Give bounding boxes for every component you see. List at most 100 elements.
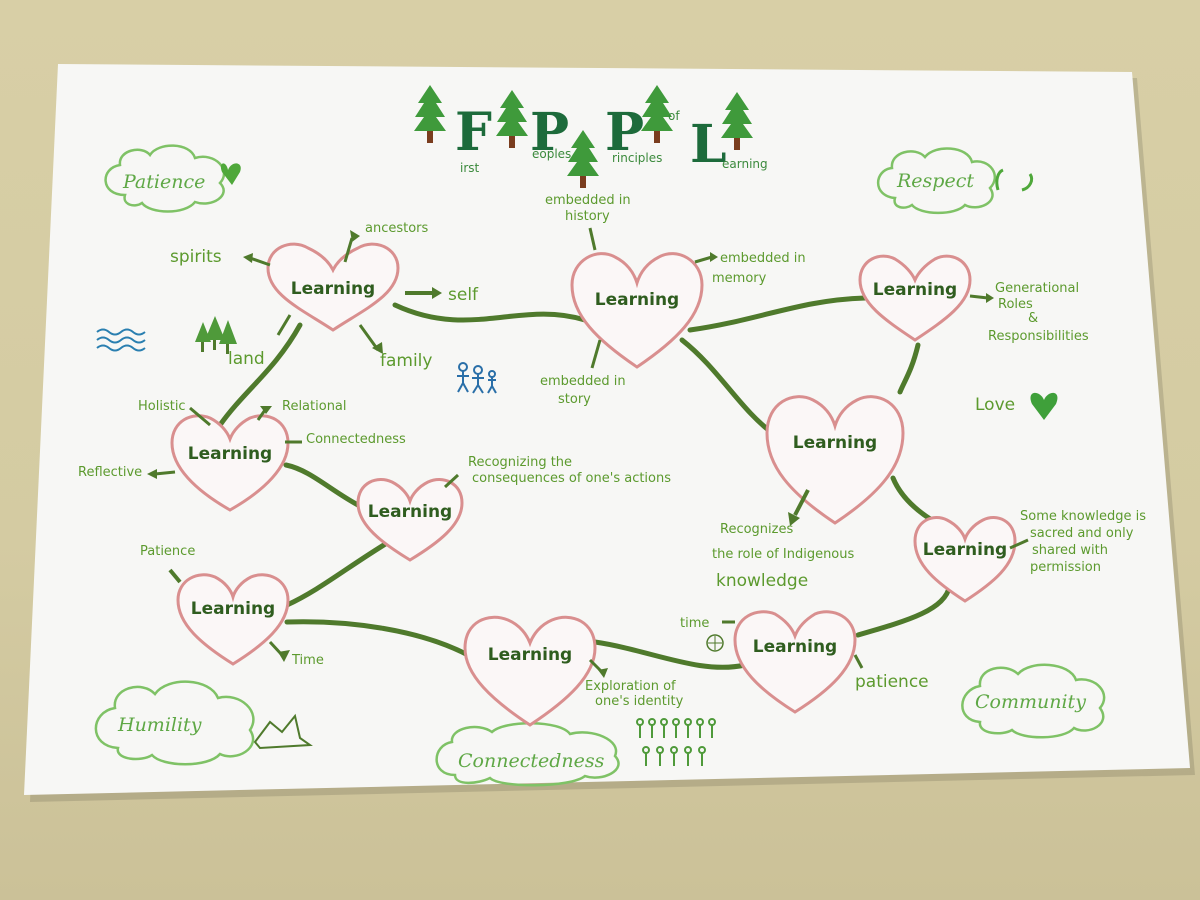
cloud-respect: Respect — [877, 147, 1034, 215]
title-word-of: of — [668, 109, 680, 123]
title-word-learning: earning — [722, 157, 768, 171]
learning-node-8: Learning — [176, 573, 290, 666]
learning-node-7: Learning — [463, 615, 597, 727]
note-holistic: Holistic — [138, 399, 186, 414]
note-spirits: spirits — [170, 247, 222, 267]
arrow-line — [969, 294, 989, 300]
arrow-line — [249, 256, 271, 267]
respect-mark-icon — [1021, 173, 1034, 192]
arrow-line — [590, 339, 602, 369]
title-word-principles: rinciples — [612, 151, 662, 165]
arrow-icon — [372, 342, 383, 354]
learning-node-10: Learning — [170, 414, 290, 512]
learning-node-4-label: Learning — [793, 433, 877, 453]
cloud-respect-label: Respect — [896, 170, 974, 192]
note-indigenous-line2: the role of Indigenous — [712, 547, 855, 562]
note-sacred-line1: Some knowledge is — [1020, 509, 1146, 524]
arrow-icon — [147, 469, 157, 479]
arrow-line — [1009, 538, 1029, 550]
arrow-line — [443, 473, 460, 489]
tree-icon — [721, 92, 753, 150]
note-time: Time — [291, 653, 324, 668]
tree-icon — [496, 90, 528, 148]
love-label: Love — [975, 395, 1015, 415]
note-consequences-line2: consequences of one's actions — [472, 471, 671, 486]
learning-node-1: Learning — [266, 242, 400, 332]
link-n7-n8 — [284, 619, 471, 658]
note-sacred-line4: permission — [1030, 560, 1101, 575]
cloud-humility: Humility — [94, 680, 313, 766]
cloud-patience: Patience — [104, 144, 241, 213]
note-patience-small: patience — [855, 672, 929, 692]
arrow-icon — [432, 287, 442, 299]
note-reflective: Reflective — [78, 465, 142, 480]
arrow-line — [358, 324, 380, 351]
arrow-icon — [710, 252, 718, 262]
tree-icon — [641, 85, 673, 143]
respect-mark-icon — [995, 168, 1004, 191]
note-relational: Relational — [282, 399, 347, 414]
note-indigenous-line3: knowledge — [716, 571, 808, 591]
note-history-line2: history — [565, 209, 610, 224]
link-n10-n9 — [283, 462, 361, 508]
title-word-peoples: eoples — [532, 147, 571, 161]
arrow-line — [256, 409, 267, 421]
link-n3-n4 — [897, 342, 921, 395]
tree-icon — [414, 85, 446, 143]
note-ancestors: ancestors — [365, 221, 429, 236]
note-consequences-line1: Recognizing the — [468, 455, 572, 470]
note-exploration-line2: one's identity — [595, 694, 684, 709]
note-connectedness: Connectedness — [306, 432, 406, 447]
link-n5-n6 — [855, 582, 953, 638]
note-memory-line1: embedded in — [720, 251, 806, 266]
wolf-icon — [253, 713, 313, 750]
arrow-icon — [598, 668, 608, 678]
arrow-icon — [243, 253, 253, 263]
cloud-community: Community — [961, 663, 1106, 739]
community-people-icon — [636, 718, 716, 766]
note-sacred-line2: sacred and only — [1030, 526, 1134, 541]
arrow-line — [168, 568, 182, 584]
learning-node-1-label: Learning — [291, 279, 375, 299]
note-generational-line1: Generational — [995, 281, 1079, 296]
arrow-line — [276, 314, 292, 336]
learning-node-6-label: Learning — [753, 637, 837, 657]
link-n10-n1 — [217, 322, 303, 428]
family-icon — [457, 362, 497, 394]
title-letter-p2: P — [605, 102, 644, 163]
note-family: family — [380, 351, 432, 371]
link-n8-n9 — [284, 537, 395, 608]
title-letter-p1: P — [530, 102, 569, 163]
link-n2-n4 — [679, 337, 778, 438]
tree-icon — [567, 130, 599, 188]
title-letter-f: F — [455, 102, 492, 163]
arrow-line — [189, 406, 211, 427]
arrow-line — [588, 227, 597, 251]
forest-icon — [195, 316, 237, 354]
note-land: land — [228, 349, 265, 369]
note-exploration-line1: Exploration of — [585, 679, 676, 694]
learning-node-9: Learning — [356, 478, 464, 562]
title-word-first: irst — [460, 161, 480, 175]
cloud-community-label: Community — [975, 691, 1086, 713]
link-n1-n2 — [392, 302, 588, 323]
arrow-line — [694, 255, 713, 264]
water-icon — [96, 328, 146, 352]
note-patience: Patience — [140, 544, 195, 559]
note-time-small: time — [680, 616, 709, 631]
note-self: self — [448, 285, 479, 305]
title-letter-l: L — [690, 114, 727, 175]
poster-paper — [24, 64, 1190, 795]
learning-node-3: Learning — [858, 254, 972, 342]
arrow-line — [793, 489, 810, 516]
learning-node-6: Learning — [733, 610, 857, 714]
arrow-icon — [278, 650, 290, 662]
note-story-line2: story — [558, 392, 591, 407]
learning-node-4: Learning — [765, 395, 905, 525]
link-n2-n3 — [687, 295, 868, 333]
heart-icon — [220, 163, 241, 185]
learning-node-2-label: Learning — [595, 290, 679, 310]
note-generational-line2: Roles — [998, 297, 1033, 312]
note-history-line1: embedded in — [545, 193, 631, 208]
